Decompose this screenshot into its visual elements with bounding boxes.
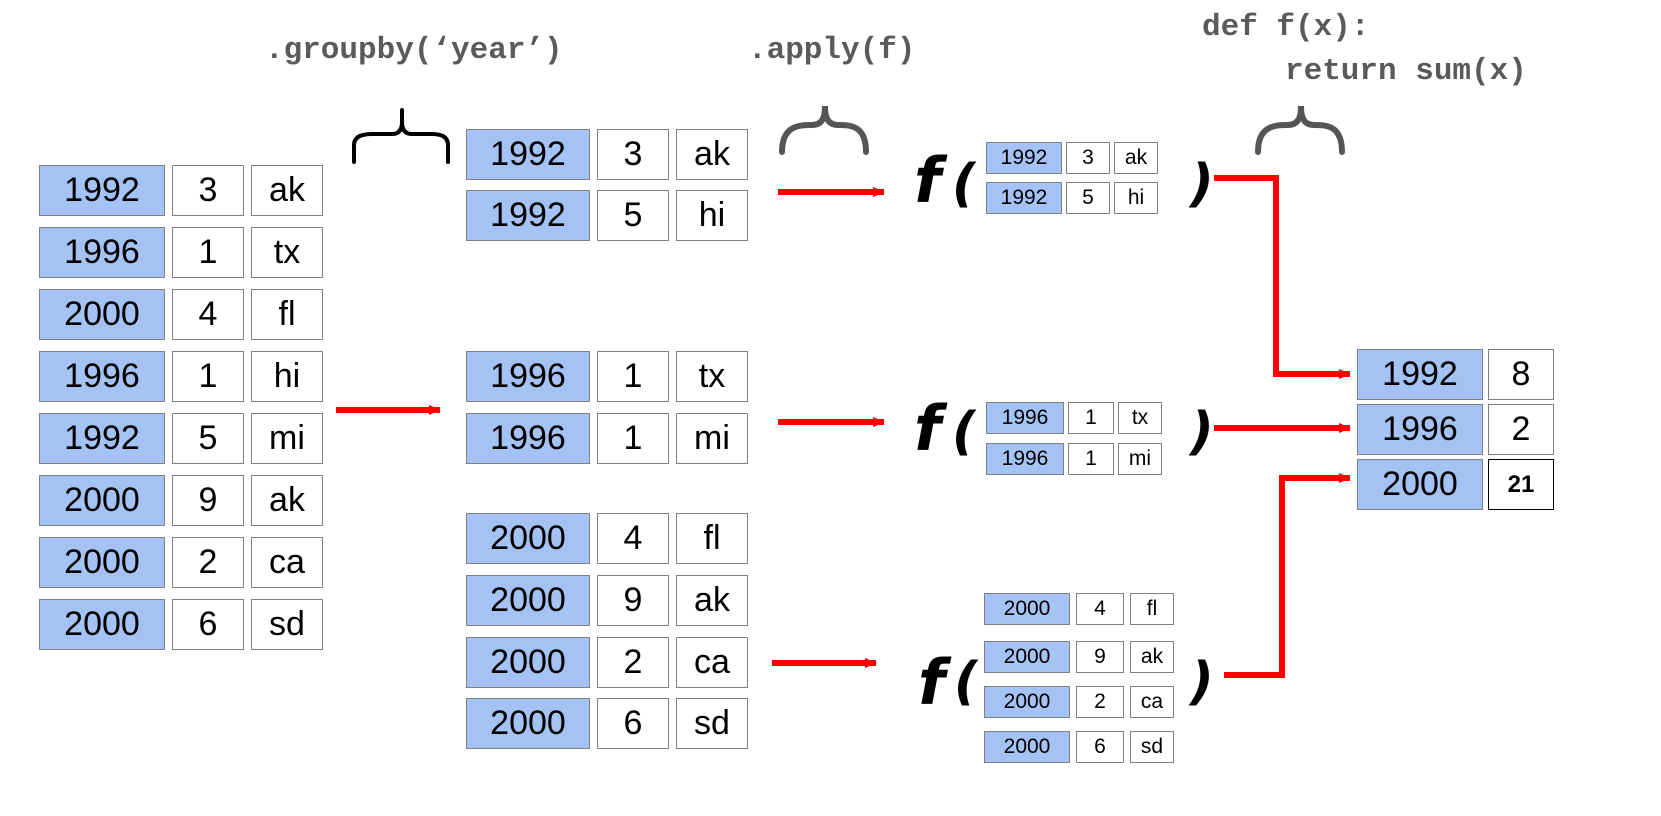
state-cell: ca xyxy=(251,537,323,588)
result-sum-cell: 2 xyxy=(1488,404,1554,455)
state-cell: ca xyxy=(1130,686,1174,718)
value-cell: 1 xyxy=(1068,402,1114,434)
state-cell: fl xyxy=(251,289,323,340)
value-cell: 4 xyxy=(172,289,244,340)
state-cell: fl xyxy=(676,513,748,564)
year-cell: 1996 xyxy=(466,351,590,402)
state-cell: sd xyxy=(676,698,748,749)
open-paren-group-1996: ( xyxy=(952,402,976,462)
value-cell: 9 xyxy=(597,575,669,626)
year-cell: 1992 xyxy=(466,190,590,241)
year-cell: 2000 xyxy=(39,289,165,340)
value-cell: 3 xyxy=(1066,142,1110,174)
state-cell: hi xyxy=(1114,182,1158,214)
year-cell: 1996 xyxy=(39,351,165,402)
year-cell: 2000 xyxy=(466,575,590,626)
open-paren-group-1992: ( xyxy=(952,154,976,214)
result-sum-cell: 21 xyxy=(1488,459,1554,510)
value-cell: 4 xyxy=(597,513,669,564)
value-cell: 3 xyxy=(172,165,244,216)
value-cell: 5 xyxy=(172,413,244,464)
value-cell: 6 xyxy=(172,599,244,650)
value-cell: 1 xyxy=(172,227,244,278)
value-cell: 2 xyxy=(597,637,669,688)
state-cell: ak xyxy=(676,575,748,626)
result-year-cell: 1992 xyxy=(1357,349,1483,400)
state-cell: ak xyxy=(676,129,748,180)
state-cell: ak xyxy=(1130,641,1174,673)
state-cell: hi xyxy=(251,351,323,402)
state-cell: sd xyxy=(1130,731,1174,763)
function-def-line-2: return sum(x) xyxy=(1285,54,1527,89)
state-cell: mi xyxy=(1118,443,1162,475)
value-cell: 1 xyxy=(172,351,244,402)
state-cell: mi xyxy=(676,413,748,464)
year-cell: 2000 xyxy=(984,593,1070,625)
year-cell: 1996 xyxy=(986,402,1064,434)
close-paren-group-1992: ) xyxy=(1190,154,1214,214)
open-paren-group-2000: ( xyxy=(954,652,978,712)
year-cell: 2000 xyxy=(466,637,590,688)
state-cell: mi xyxy=(251,413,323,464)
result-year-cell: 2000 xyxy=(1357,459,1483,510)
year-cell: 2000 xyxy=(466,513,590,564)
year-cell: 2000 xyxy=(984,641,1070,673)
arrow-f3-to-result xyxy=(1224,473,1351,678)
function-def-line-1: def f(x): xyxy=(1202,10,1370,45)
state-cell: fl xyxy=(1130,593,1174,625)
value-cell: 1 xyxy=(597,351,669,402)
year-cell: 2000 xyxy=(984,686,1070,718)
value-cell: 2 xyxy=(1076,686,1124,718)
state-cell: tx xyxy=(251,227,323,278)
result-year-cell: 1996 xyxy=(1357,404,1483,455)
groupby-code-label: .groupby(‘year’) xyxy=(265,33,563,68)
year-cell: 2000 xyxy=(39,599,165,650)
year-cell: 1992 xyxy=(466,129,590,180)
arrow-f1-to-result xyxy=(1214,175,1351,379)
value-cell: 1 xyxy=(1068,443,1114,475)
year-cell: 1996 xyxy=(986,443,1064,475)
year-cell: 2000 xyxy=(39,537,165,588)
value-cell: 6 xyxy=(1076,731,1124,763)
close-paren-group-2000: ) xyxy=(1190,652,1214,712)
state-cell: ak xyxy=(251,165,323,216)
value-cell: 9 xyxy=(1076,641,1124,673)
value-cell: 5 xyxy=(597,190,669,241)
year-cell: 2000 xyxy=(466,698,590,749)
year-cell: 1992 xyxy=(39,165,165,216)
state-cell: hi xyxy=(676,190,748,241)
f-symbol-group-1992: f xyxy=(914,144,941,217)
value-cell: 2 xyxy=(172,537,244,588)
state-cell: tx xyxy=(676,351,748,402)
value-cell: 6 xyxy=(597,698,669,749)
state-cell: sd xyxy=(251,599,323,650)
value-cell: 5 xyxy=(1066,182,1110,214)
year-cell: 1996 xyxy=(39,227,165,278)
state-cell: tx xyxy=(1118,402,1162,434)
groupby-brace-icon xyxy=(352,108,450,164)
f-symbol-group-2000: f xyxy=(918,646,945,719)
def-brace-icon xyxy=(1255,105,1345,155)
year-cell: 1996 xyxy=(466,413,590,464)
year-cell: 1992 xyxy=(986,182,1062,214)
apply-code-label: .apply(f) xyxy=(748,33,916,68)
value-cell: 9 xyxy=(172,475,244,526)
value-cell: 3 xyxy=(597,129,669,180)
f-symbol-group-1996: f xyxy=(914,392,941,465)
value-cell: 4 xyxy=(1076,593,1124,625)
year-cell: 2000 xyxy=(984,731,1070,763)
year-cell: 2000 xyxy=(39,475,165,526)
state-cell: ak xyxy=(1114,142,1158,174)
year-cell: 1992 xyxy=(39,413,165,464)
value-cell: 1 xyxy=(597,413,669,464)
result-sum-cell: 8 xyxy=(1488,349,1554,400)
year-cell: 1992 xyxy=(986,142,1062,174)
apply-brace-icon xyxy=(779,105,869,155)
close-paren-group-1996: ) xyxy=(1190,402,1214,462)
state-cell: ca xyxy=(676,637,748,688)
state-cell: ak xyxy=(251,475,323,526)
